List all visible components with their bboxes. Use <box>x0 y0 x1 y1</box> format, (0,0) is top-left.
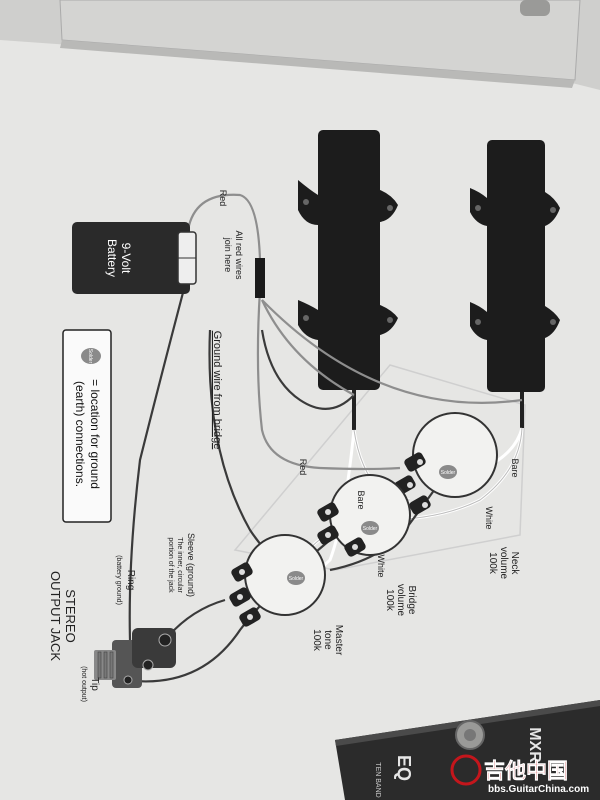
neck-volume-line3: 100k <box>487 552 498 575</box>
red-wires <box>186 193 523 471</box>
battery-label-line1: 9-Volt <box>119 243 133 274</box>
watermark-cn: 吉他中国 <box>484 760 568 783</box>
ring-label-line1: Ring <box>125 570 136 591</box>
neck-volume-line2: volume <box>498 547 509 580</box>
all-red-label-line1: All red wires <box>234 230 244 280</box>
neck-volume-line1: Neck <box>509 552 520 576</box>
watermark: 吉他中国 bbs.GuitarChina.com <box>450 754 589 795</box>
sleeve-label-line1: Sleeve (ground) <box>186 533 196 597</box>
bridge-volume-line2: volume <box>395 584 406 617</box>
jack-title-line2: OUTPUT JACK <box>48 571 63 661</box>
svg-text:Solder: Solder <box>441 470 456 476</box>
master-tone-line2: tone <box>322 630 333 650</box>
bare-label-neck: Bare <box>510 458 520 477</box>
bare-label-bridge: Bare <box>356 490 366 509</box>
tip-label-line1: Tip <box>89 677 100 691</box>
master-tone-line3: 100k <box>311 629 322 652</box>
pedal-sub: TEN BAND <box>374 762 381 797</box>
solder-mark-bridge <box>361 521 379 535</box>
pedal-brand: MXR <box>526 727 543 763</box>
ring-label-line2: (battery ground) <box>115 555 122 605</box>
tip-label-line2: (hot output) <box>80 666 87 702</box>
battery: 9-Volt Battery <box>72 222 197 294</box>
ground-wire-label: Ground wire from bridge <box>211 331 223 450</box>
white-label-bridge: White <box>376 554 386 577</box>
solder-mark-tone <box>287 571 305 585</box>
red-wire-label-top: Red <box>218 190 228 207</box>
white-label-neck: White <box>484 506 494 529</box>
watermark-logo-icon <box>450 754 482 786</box>
mxr-eq-pedal: MXR EQ TEN BAND <box>335 700 600 800</box>
neck-pickup <box>298 130 398 390</box>
bridge-volume-line1: Bridge <box>406 586 417 615</box>
bridge-volume-pot: Solder <box>317 474 411 557</box>
bridge-volume-line3: 100k <box>384 589 395 612</box>
svg-text:Solder: Solder <box>289 576 304 582</box>
battery-label-line2: Battery <box>105 239 119 277</box>
stereo-output-jack <box>94 628 176 688</box>
jack-title-line1: STEREO <box>63 589 78 642</box>
solder-mark-neck <box>439 465 457 479</box>
pedal-model: EQ <box>394 755 414 781</box>
bridge-pickup <box>470 140 560 392</box>
red-wire-label-bottom: Red <box>298 459 308 476</box>
all-red-label-line2: join here <box>223 237 233 273</box>
svg-text:Solder: Solder <box>363 526 378 532</box>
svg-text:Solder: Solder <box>87 349 93 364</box>
solder-icon <box>81 348 101 364</box>
red-wires-junction <box>255 258 265 298</box>
sleeve-label-line3: portion of the jack <box>167 537 174 593</box>
solder-legend: Solder = location for ground (earth) con… <box>62 329 112 523</box>
master-tone-line1: Master <box>333 625 344 656</box>
master-tone-pot: Solder <box>229 534 326 627</box>
legend-line2: (earth) connections. <box>73 381 87 487</box>
watermark-url: bbs.GuitarChina.com <box>488 784 589 795</box>
sleeve-label-line2: The inner, circular <box>176 537 183 593</box>
legend-line1: = location for ground <box>88 379 102 489</box>
metal-pedal-top <box>59 0 581 88</box>
